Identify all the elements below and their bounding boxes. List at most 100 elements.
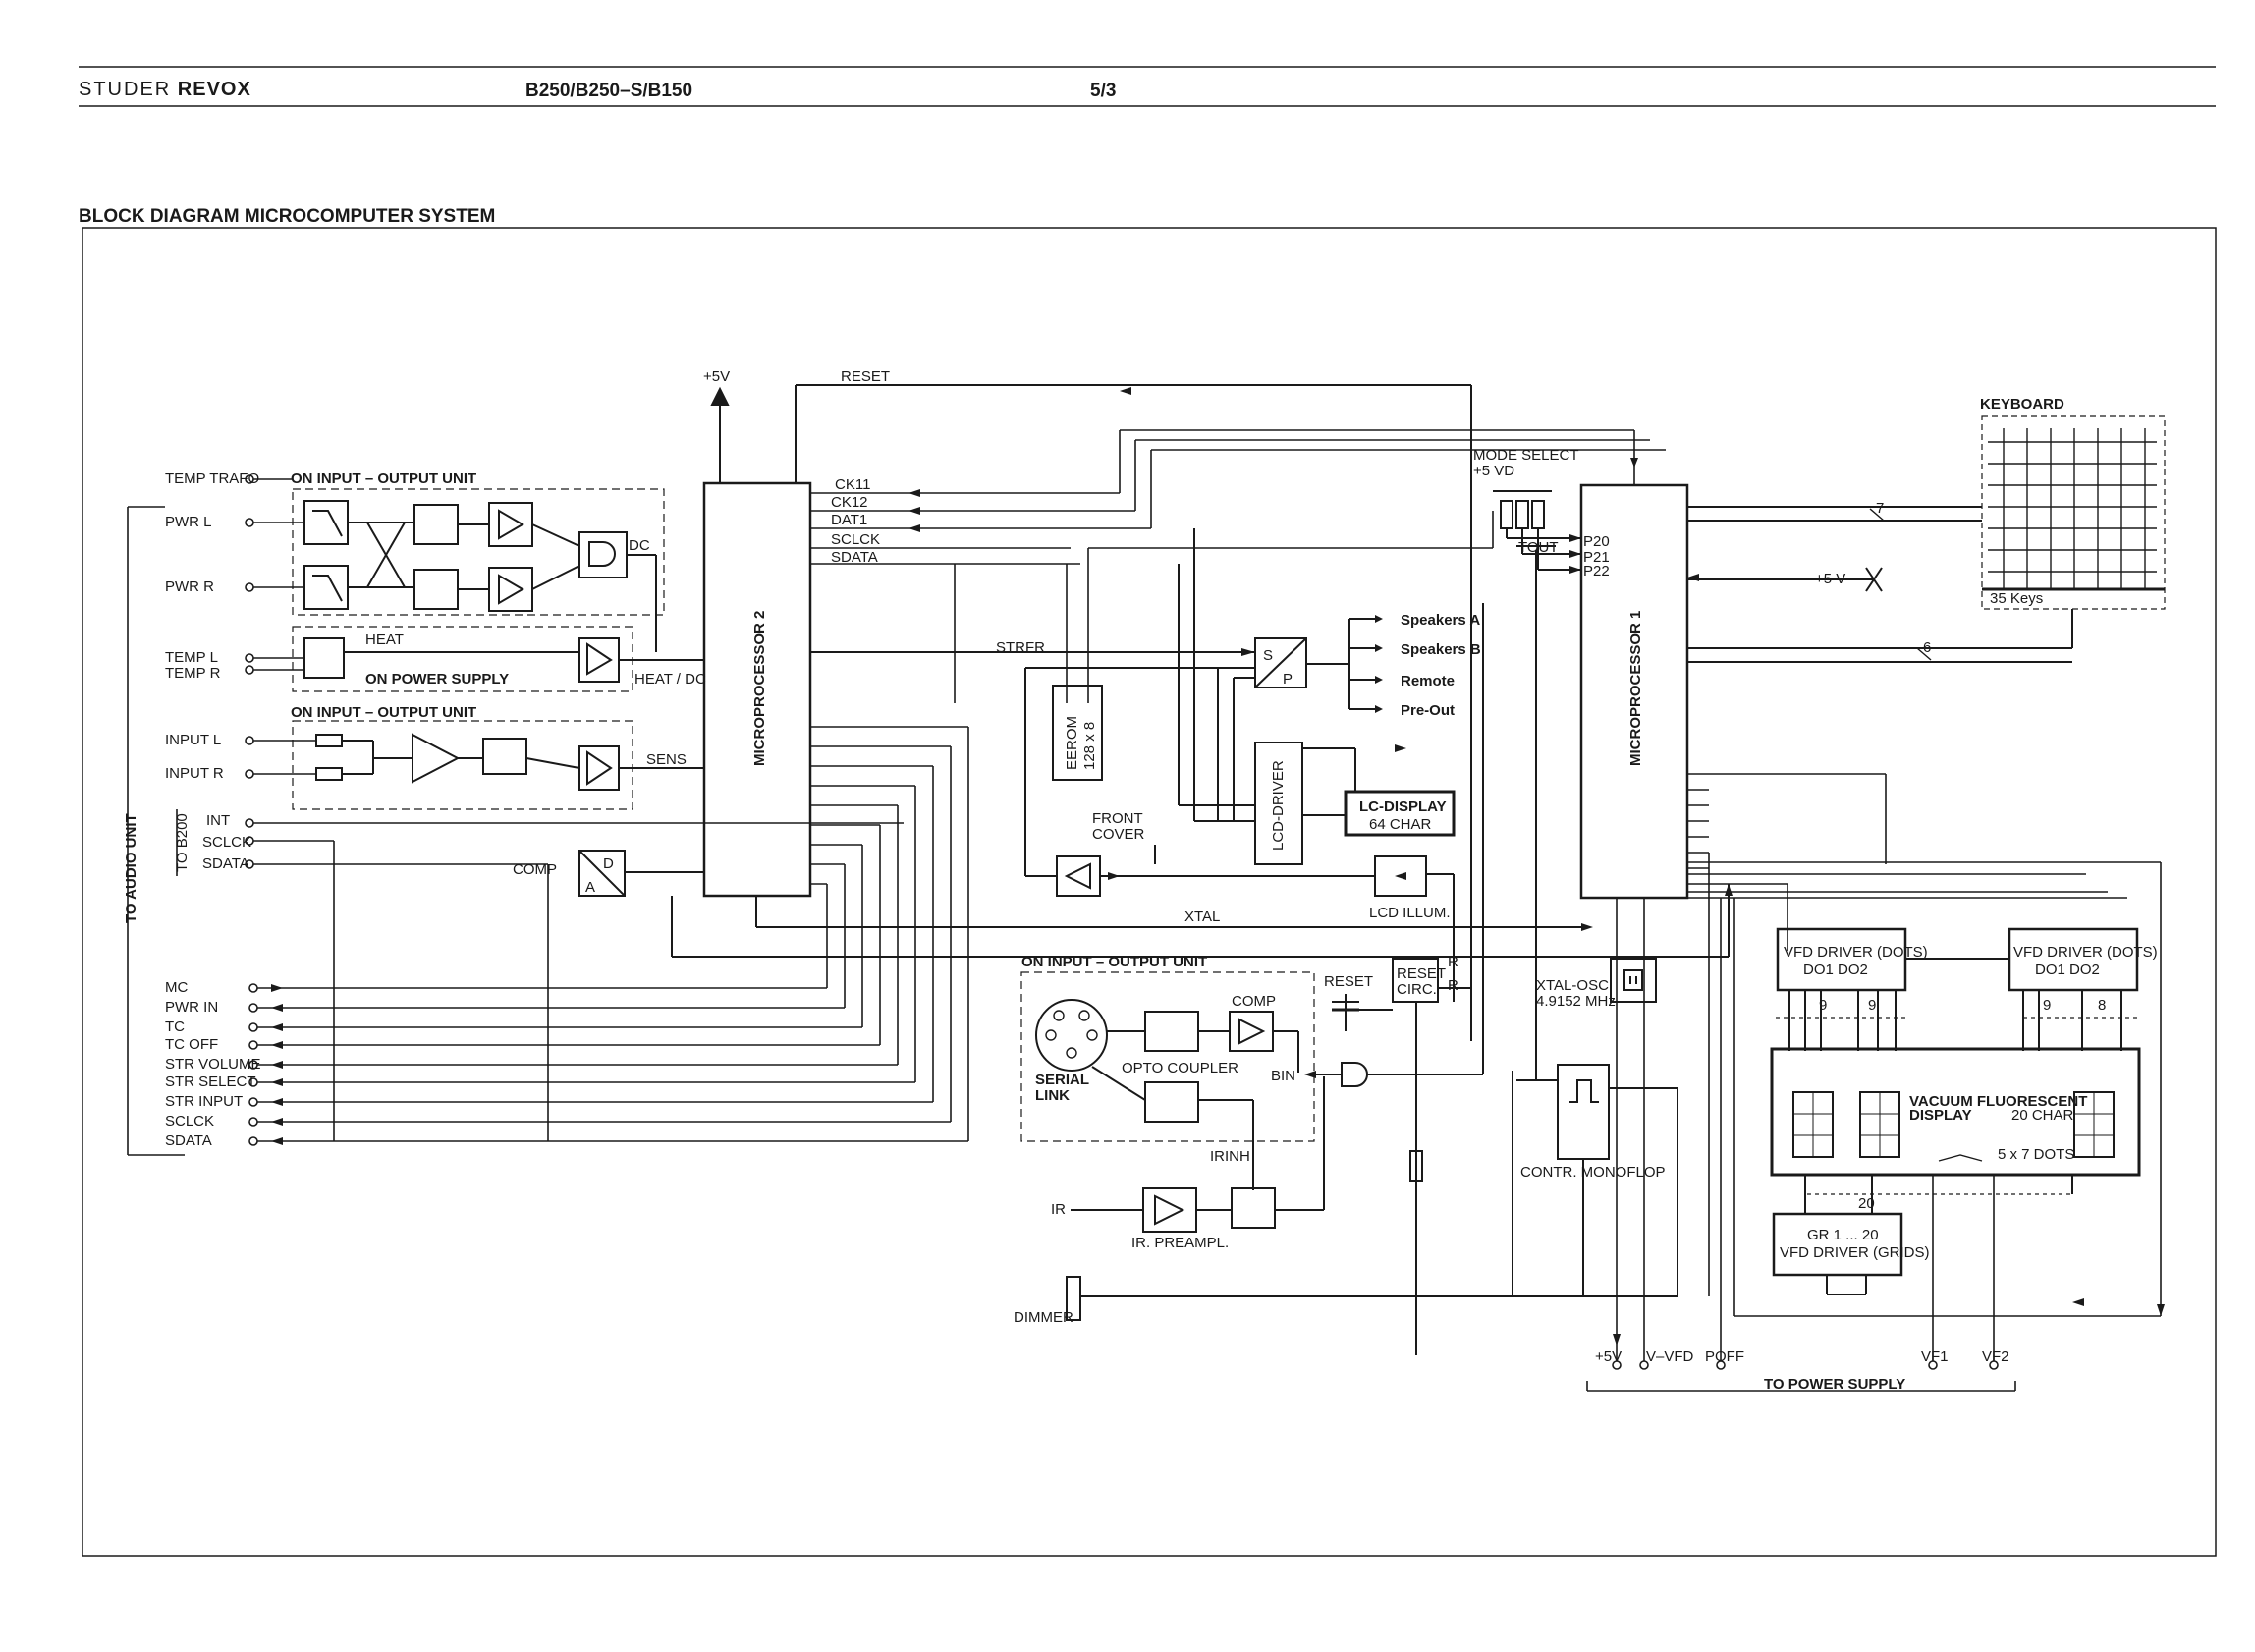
and-gate-block	[578, 531, 628, 578]
label-heat-dc: HEAT / DC	[634, 671, 706, 688]
label-p21: P21	[1583, 549, 1610, 566]
label-sclck-bus: SCLCK	[831, 531, 880, 548]
label-grids-2: VFD DRIVER (GRIDS)	[1780, 1244, 1930, 1261]
label-lcd-display: LC-DISPLAY	[1359, 798, 1447, 815]
front-cover-amp	[1056, 855, 1101, 897]
label-n8: 8	[2098, 997, 2106, 1014]
label-ps-poff: POFF	[1705, 1349, 1744, 1365]
label-reset-2: RESET	[1324, 973, 1373, 990]
label-bus-6: 6	[1923, 639, 1931, 656]
label-tout: TOUT	[1518, 539, 1559, 556]
label-ck11: CK11	[835, 476, 870, 493]
label-dimmer: DIMMER	[1014, 1309, 1073, 1326]
label-dat1: DAT1	[831, 512, 867, 528]
label-pwr-r: PWR R	[165, 578, 214, 595]
label-ir: IR	[1051, 1201, 1066, 1218]
lcd-driver-block	[1254, 742, 1303, 865]
eerom-block	[1052, 685, 1103, 781]
label-vfd-1: VACUUM FLUORESCENT	[1909, 1093, 2087, 1110]
label-opto: OPTO COUPLER	[1122, 1060, 1238, 1076]
label-reset-circ-2: CIRC.	[1397, 981, 1437, 998]
label-ps-5v: +5V	[1595, 1349, 1622, 1365]
opto-coupler-1	[1144, 1011, 1199, 1052]
vacuum-fluorescent-display	[1770, 1047, 2141, 1177]
label-plus5vd: +5 VD	[1473, 463, 1514, 479]
label-reset-circ-1: RESET	[1397, 965, 1446, 982]
ir-switch-block	[1231, 1187, 1276, 1229]
amp-block-r	[488, 567, 533, 612]
label-vfd-dots-1: VFD DRIVER (DOTS)	[1784, 944, 1928, 961]
serial-link-connector	[1035, 999, 1108, 1072]
label-xtal-osc-1: XTAL-OSC.	[1536, 977, 1613, 994]
label-irinh: IRINH	[1210, 1148, 1250, 1165]
heat-amp-block	[578, 637, 620, 683]
label-heat: HEAT	[365, 632, 404, 648]
label-ps-vf2: VF2	[1982, 1349, 2009, 1365]
label-temp-trafo: TEMP TRAFO	[165, 470, 259, 487]
label-xtal-osc-2: 4.9152 MHz	[1536, 993, 1616, 1010]
label-n9b: 9	[1868, 997, 1876, 1014]
lc-display-block	[1344, 790, 1456, 837]
brand-studer: STUDER	[79, 79, 172, 100]
label-adc-a: A	[585, 879, 595, 896]
label-mc: MC	[165, 979, 188, 996]
label-pwr-l: PWR L	[165, 514, 212, 530]
label-vfd-dots-2: VFD DRIVER (DOTS)	[2013, 944, 2158, 961]
label-front-cover-2: COVER	[1092, 826, 1145, 843]
label-grids-1: GR 1 ... 20	[1807, 1227, 1879, 1243]
label-tc-off: TC OFF	[165, 1036, 218, 1053]
label-vfd-dots-d: DO1 DO2	[1803, 962, 1868, 978]
label-r2: R	[1448, 977, 1458, 994]
label-plus5v: +5V	[703, 368, 730, 385]
label-pwr-in: PWR IN	[165, 999, 218, 1016]
amp-block-l	[488, 502, 533, 547]
label-vfd-4: 5 x 7 DOTS	[1998, 1146, 2074, 1163]
label-xtal: XTAL	[1184, 909, 1220, 925]
label-to-power-supply: TO POWER SUPPLY	[1764, 1376, 1905, 1393]
label-pre-out: Pre-Out	[1401, 702, 1455, 719]
contr-monoflop-block	[1557, 1064, 1610, 1160]
label-ck12: CK12	[831, 494, 868, 511]
label-temp-l: TEMP L	[165, 649, 218, 666]
opto-coupler-2	[1144, 1081, 1199, 1123]
label-sdata-bus: SDATA	[831, 549, 878, 566]
diode-block-r	[413, 569, 459, 610]
label-speakers-a: Speakers A	[1401, 612, 1480, 629]
label-str-select: STR SELECT	[165, 1074, 256, 1090]
brand-logo: STUDER REVOX	[79, 79, 251, 101]
label-front-cover-1: FRONT	[1092, 810, 1143, 827]
lowpass-filter-l	[303, 500, 349, 545]
label-comp-2: COMP	[1232, 993, 1276, 1010]
label-temp-r: TEMP R	[165, 665, 221, 682]
label-mode-select: MODE SELECT	[1473, 447, 1579, 464]
label-io-unit-2: ON INPUT – OUTPUT UNIT	[291, 704, 476, 721]
label-eerom-1: EEROM	[1064, 716, 1080, 770]
label-vfd-3: 20 CHAR	[2011, 1107, 2074, 1124]
label-sclck-2: SCLCK	[165, 1113, 214, 1129]
label-comp: COMP	[513, 861, 557, 878]
comp-amp	[1229, 1011, 1274, 1052]
brand-revox: REVOX	[177, 79, 251, 100]
label-lcd-driver: LCD-DRIVER	[1270, 760, 1287, 851]
label-lcd-64: 64 CHAR	[1369, 816, 1432, 833]
label-keyboard: KEYBOARD	[1980, 396, 2064, 413]
label-power-supply: ON POWER SUPPLY	[365, 671, 509, 688]
label-bin: BIN	[1271, 1068, 1295, 1084]
label-to-b200: TO B200	[174, 813, 191, 872]
label-input-r: INPUT R	[165, 765, 224, 782]
label-io-unit-3: ON INPUT – OUTPUT UNIT	[1021, 954, 1207, 970]
label-strfr: STRFR	[996, 639, 1045, 656]
label-ir-preampl: IR. PREAMPL.	[1131, 1235, 1229, 1251]
label-vfd-2: DISPLAY	[1909, 1107, 1972, 1124]
label-sdata: SDATA	[202, 855, 249, 872]
xtal-oscillator	[1610, 958, 1657, 1003]
ir-preamp-block	[1142, 1187, 1197, 1233]
label-sens: SENS	[646, 751, 687, 768]
label-plus5v-right: +5 V	[1815, 571, 1845, 587]
rectifier-block	[482, 738, 527, 775]
temp-sensor-block	[303, 637, 345, 679]
label-io-unit-1: ON INPUT – OUTPUT UNIT	[291, 470, 476, 487]
label-p22: P22	[1583, 563, 1610, 579]
label-str-input: STR INPUT	[165, 1093, 243, 1110]
